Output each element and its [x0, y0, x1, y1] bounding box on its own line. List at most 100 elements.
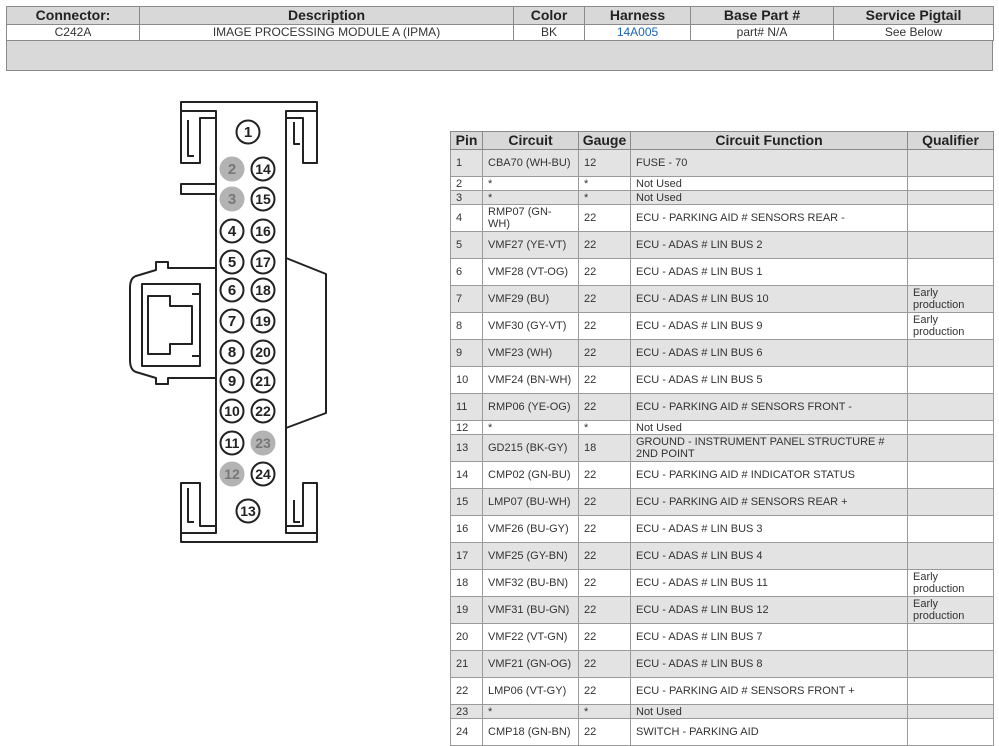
wire-gauge: 22 [578, 312, 631, 340]
col-gauge: Gauge [578, 131, 631, 150]
svg-text:3: 3 [228, 191, 236, 208]
connector-gray-bar [6, 40, 993, 71]
qualifier [907, 704, 994, 719]
pin-number: 19 [450, 596, 483, 624]
pin-function-table: Pin Circuit Gauge Circuit Function Quali… [450, 131, 994, 746]
col-color: Color [513, 6, 585, 25]
base-part: part# N/A [690, 24, 834, 41]
pin-17: 17 [250, 249, 276, 275]
svg-text:14: 14 [255, 161, 271, 177]
pin-5: 5 [219, 249, 245, 275]
svg-text:6: 6 [228, 282, 236, 299]
col-qualifier: Qualifier [907, 131, 994, 150]
pin-16: 16 [250, 218, 276, 244]
qualifier [907, 623, 994, 651]
circuit-function: Not Used [630, 190, 908, 205]
circuit-code: VMF24 (BN-WH) [482, 366, 579, 394]
connector-color: BK [513, 24, 585, 41]
circuit-code: VMF30 (GY-VT) [482, 312, 579, 340]
svg-text:18: 18 [255, 282, 271, 298]
qualifier [907, 434, 994, 462]
pin-4: 4 [219, 218, 245, 244]
pin-number: 4 [450, 204, 483, 232]
col-harness: Harness [584, 6, 691, 25]
circuit-code: CBA70 (WH-BU) [482, 149, 579, 177]
wire-gauge: 12 [578, 149, 631, 177]
svg-text:16: 16 [255, 223, 271, 239]
qualifier [907, 204, 994, 232]
circuit-function: ECU - ADAS # LIN BUS 11 [630, 569, 908, 597]
pin-10: 10 [219, 398, 245, 424]
circuit-code: * [482, 190, 579, 205]
pin-14: 14 [250, 156, 276, 182]
svg-text:10: 10 [224, 403, 240, 419]
pin-number: 7 [450, 285, 483, 313]
circuit-function: ECU - ADAS # LIN BUS 9 [630, 312, 908, 340]
qualifier [907, 650, 994, 678]
qualifier: Early production [907, 569, 994, 597]
wire-gauge: 22 [578, 488, 631, 516]
circuit-code: RMP07 (GN-WH) [482, 204, 579, 232]
wire-gauge: 22 [578, 596, 631, 624]
wire-gauge: 22 [578, 461, 631, 489]
wire-gauge: * [578, 190, 631, 205]
circuit-function: ECU - ADAS # LIN BUS 2 [630, 231, 908, 259]
circuit-function: GROUND - INSTRUMENT PANEL STRUCTURE # 2N… [630, 434, 908, 462]
svg-text:17: 17 [255, 254, 271, 270]
pin-number: 16 [450, 515, 483, 543]
wire-gauge: * [578, 420, 631, 435]
pin-15: 15 [250, 186, 276, 212]
wire-gauge: 22 [578, 339, 631, 367]
pin-number: 11 [450, 393, 483, 421]
connector-info-table: Connector: Description Color Harness Bas… [6, 6, 994, 41]
svg-text:8: 8 [228, 344, 236, 361]
qualifier [907, 488, 994, 516]
harness-link[interactable]: 14A005 [584, 24, 691, 41]
pin-12: 12 [219, 461, 245, 487]
pin-6: 6 [219, 277, 245, 303]
circuit-function: ECU - PARKING AID # INDICATOR STATUS [630, 461, 908, 489]
svg-text:9: 9 [228, 373, 236, 390]
wire-gauge: 22 [578, 542, 631, 570]
qualifier [907, 258, 994, 286]
pin-number: 20 [450, 623, 483, 651]
qualifier [907, 149, 994, 177]
service-pigtail: See Below [833, 24, 994, 41]
circuit-function: Not Used [630, 176, 908, 191]
wire-gauge: 22 [578, 204, 631, 232]
col-circuit-function: Circuit Function [630, 131, 908, 150]
circuit-function: ECU - ADAS # LIN BUS 12 [630, 596, 908, 624]
circuit-code: CMP02 (GN-BU) [482, 461, 579, 489]
qualifier [907, 420, 994, 435]
circuit-function: ECU - PARKING AID # SENSORS REAR - [630, 204, 908, 232]
wire-gauge: * [578, 176, 631, 191]
pin-19: 19 [250, 308, 276, 334]
col-description: Description [139, 6, 514, 25]
svg-text:15: 15 [255, 191, 271, 207]
pin-number: 21 [450, 650, 483, 678]
wire-gauge: 22 [578, 231, 631, 259]
qualifier [907, 677, 994, 705]
circuit-code: VMF28 (VT-OG) [482, 258, 579, 286]
qualifier: Early production [907, 285, 994, 313]
circuit-code: VMF29 (BU) [482, 285, 579, 313]
pin-number: 22 [450, 677, 483, 705]
col-service-pigtail: Service Pigtail [833, 6, 994, 25]
qualifier [907, 542, 994, 570]
qualifier [907, 515, 994, 543]
pin-9: 9 [219, 368, 245, 394]
pin-number: 14 [450, 461, 483, 489]
circuit-function: Not Used [630, 704, 908, 719]
wire-gauge: 22 [578, 285, 631, 313]
pin-number: 12 [450, 420, 483, 435]
